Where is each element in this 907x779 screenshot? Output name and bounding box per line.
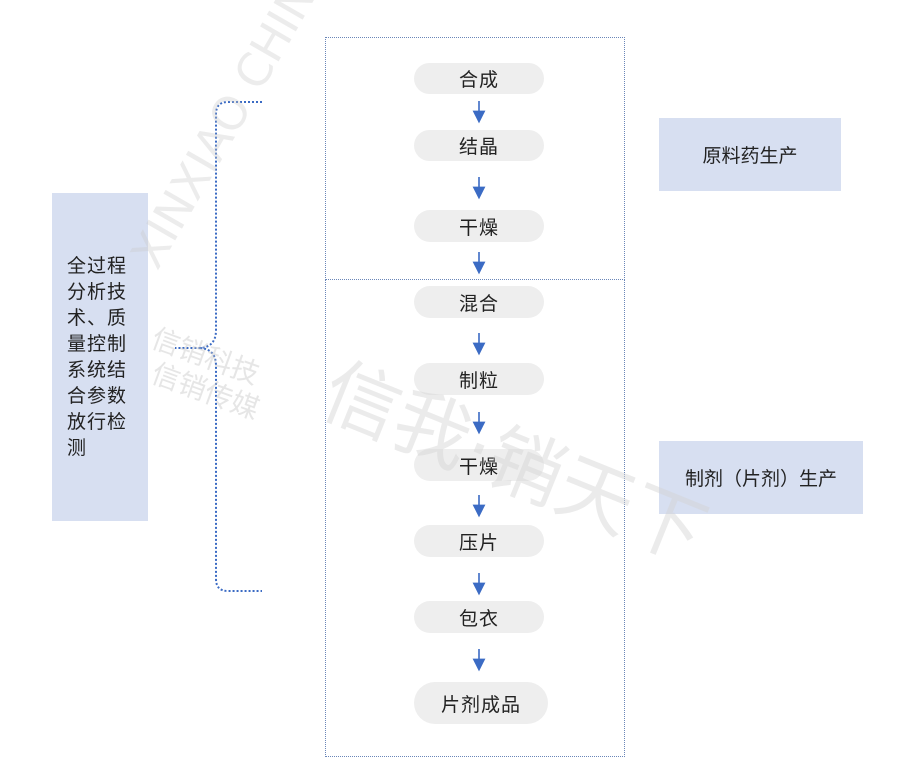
step-granulation: 制粒	[414, 363, 544, 395]
step-finished-tablets: 片剂成品	[414, 682, 548, 724]
step-formulation-drying: 干燥	[414, 449, 544, 481]
step-coating: 包衣	[414, 601, 544, 633]
process-analysis-label-box: 全过程分析技术、质量控制系统结合参数放行检测	[52, 193, 148, 521]
formulation-process-frame	[325, 279, 625, 757]
step-tableting: 压片	[414, 525, 544, 557]
step-mixing: 混合	[414, 286, 544, 318]
step-synthesis: 合成	[414, 63, 544, 94]
step-api-drying: 干燥	[414, 210, 544, 242]
process-analysis-label: 全过程分析技术、质量控制系统结合参数放行检测	[67, 255, 128, 459]
api-production-label: 原料药生产	[659, 118, 841, 191]
step-crystallization: 结晶	[414, 130, 544, 161]
formulation-production-label: 制剂（片剂）生产	[659, 441, 863, 514]
